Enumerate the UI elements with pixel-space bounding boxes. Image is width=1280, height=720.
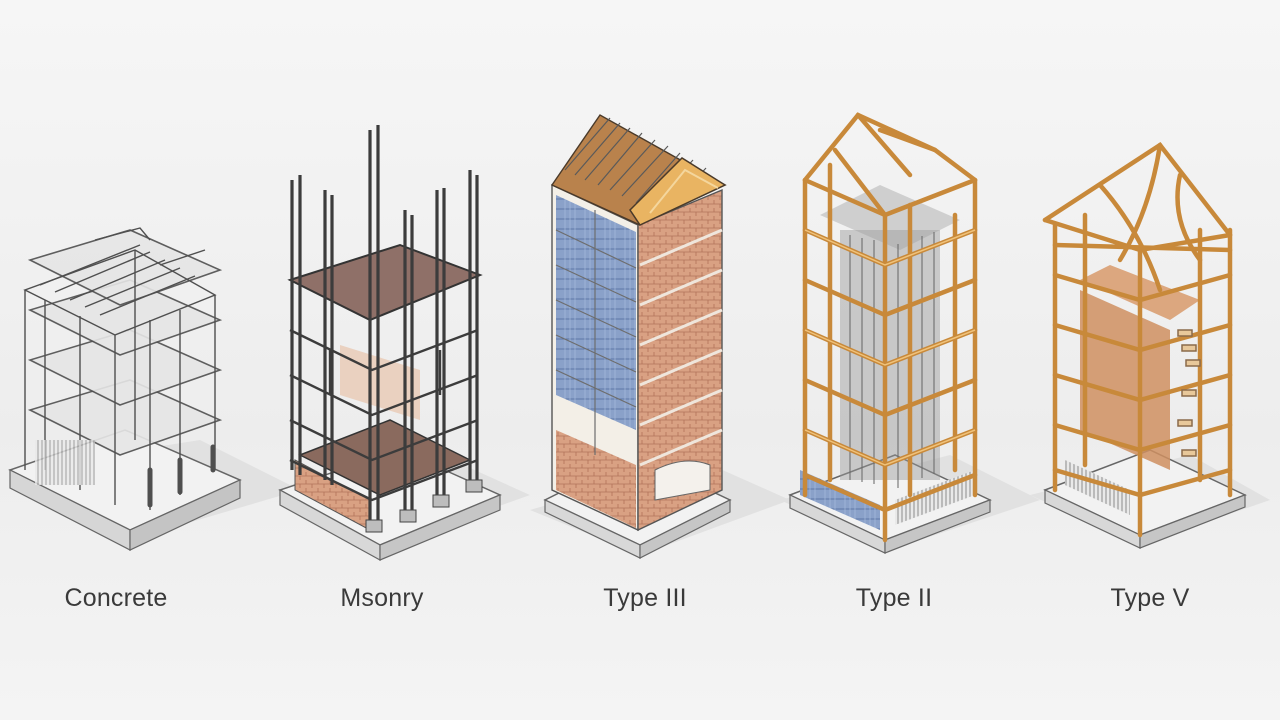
type-iii-building-illustration bbox=[543, 114, 732, 559]
type-v-label: Type V bbox=[1110, 584, 1190, 612]
masonry-label: Msonry bbox=[340, 584, 424, 612]
type-ii-building-illustration bbox=[788, 112, 992, 554]
type-iii-label: Type III bbox=[603, 584, 687, 612]
type-ii-label: Type II bbox=[855, 584, 933, 612]
type-v-building-illustration bbox=[1042, 141, 1247, 549]
concrete-building-illustration bbox=[8, 227, 242, 551]
masonry-building-illustration bbox=[278, 125, 502, 562]
concrete-label: Concrete bbox=[64, 584, 168, 612]
